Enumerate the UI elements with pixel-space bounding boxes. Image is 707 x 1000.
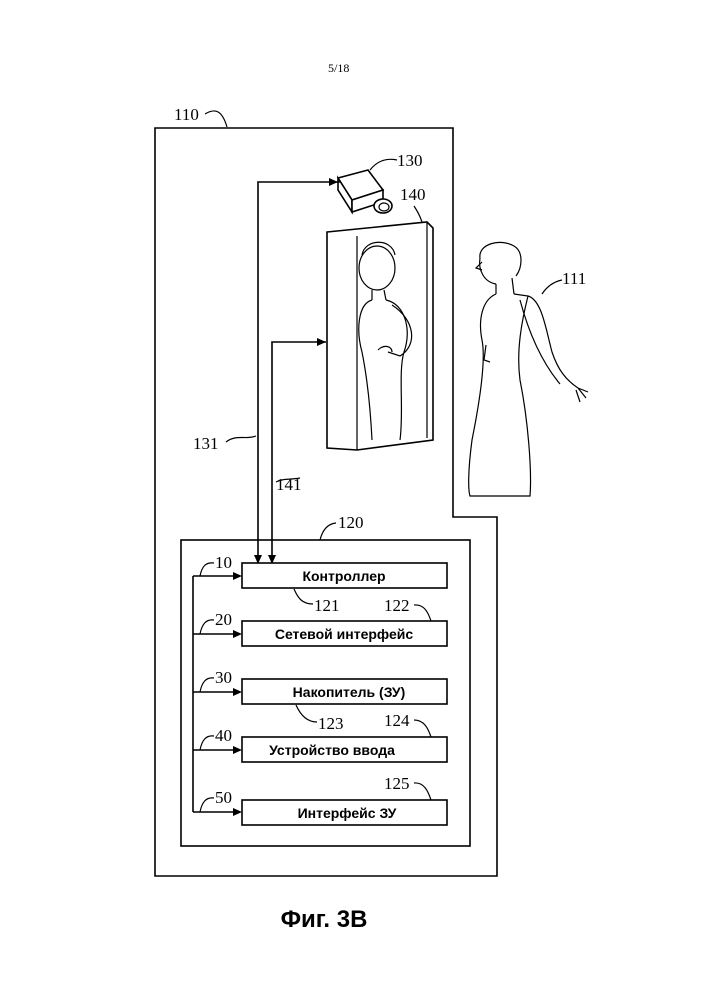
leader-120 xyxy=(320,523,336,540)
block-storage-label: Накопитель (ЗУ) xyxy=(293,684,406,700)
arrow-20 xyxy=(233,630,242,638)
leader-125 xyxy=(414,783,431,800)
leader-30 xyxy=(200,678,214,692)
ref-121: 121 xyxy=(314,596,340,615)
block-controller-label: Контроллер xyxy=(302,568,385,584)
leader-121 xyxy=(294,589,313,604)
ref-131: 131 xyxy=(193,434,219,453)
block-input-label: Устройство ввода xyxy=(269,742,395,758)
leader-140 xyxy=(414,206,422,222)
leader-111 xyxy=(542,280,562,294)
arrow-50 xyxy=(233,808,242,816)
block-network-label: Сетевой интерфейс xyxy=(275,626,414,642)
leader-123 xyxy=(296,705,317,722)
figure-caption: Фиг. 3В xyxy=(281,906,368,933)
arrow-131-camera xyxy=(329,178,338,186)
ref-40: 40 xyxy=(215,726,232,745)
ref-120: 120 xyxy=(338,513,364,532)
leader-110 xyxy=(205,111,227,127)
arrow-30 xyxy=(233,688,242,696)
ref-50: 50 xyxy=(215,788,232,807)
leader-50 xyxy=(200,798,214,812)
ref-111: 111 xyxy=(562,269,586,288)
ref-30: 30 xyxy=(215,668,232,687)
ref-123: 123 xyxy=(318,714,344,733)
arrow-40 xyxy=(233,746,242,754)
leader-122 xyxy=(414,605,431,621)
block-memory-if-label: Интерфейс ЗУ xyxy=(298,805,397,821)
arrow-10 xyxy=(233,572,242,580)
ref-140: 140 xyxy=(400,185,426,204)
page-number: 5/18 xyxy=(328,61,349,75)
ref-130: 130 xyxy=(397,151,423,170)
leader-20 xyxy=(200,620,214,634)
ref-122: 122 xyxy=(384,596,410,615)
leader-124 xyxy=(414,720,431,737)
ref-10: 10 xyxy=(215,553,232,572)
ref-20: 20 xyxy=(215,610,232,629)
ref-125: 125 xyxy=(384,774,410,793)
line-141 xyxy=(272,342,326,564)
arrow-141-display xyxy=(317,338,326,346)
leader-130 xyxy=(370,159,397,170)
leader-10 xyxy=(200,563,214,576)
camera-icon xyxy=(338,170,392,213)
ref-124: 124 xyxy=(384,711,410,730)
system-boundary xyxy=(155,128,497,876)
display-panel xyxy=(327,222,433,450)
leader-131 xyxy=(226,436,256,442)
leader-40 xyxy=(200,736,214,750)
ref-110: 110 xyxy=(174,105,199,124)
